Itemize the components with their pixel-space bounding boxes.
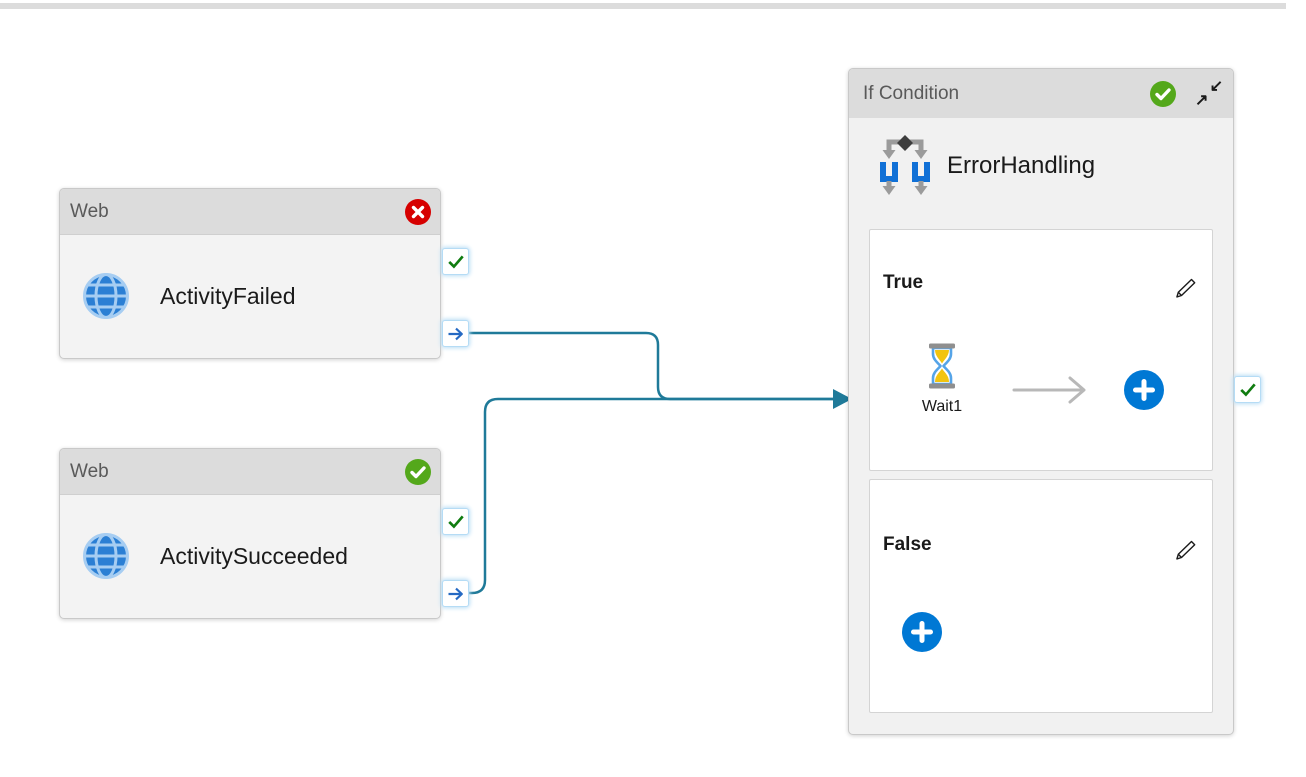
output-port-activitysucceeded[interactable]: [442, 580, 469, 607]
plus-icon: [911, 621, 933, 643]
activity-type-label: If Condition: [863, 82, 960, 104]
activity-card-activityfailed[interactable]: Web ActivityFailed: [59, 188, 441, 359]
false-branch-label: False: [883, 534, 932, 555]
activity-body: ActivitySucceeded: [60, 495, 440, 617]
success-port-activitysucceeded[interactable]: [442, 508, 469, 535]
arrow-right-icon: [448, 327, 463, 340]
top-divider-bar: [0, 3, 1286, 9]
if-condition-header: If Condition ↙ ↗: [849, 69, 1233, 118]
success-badge-icon: [405, 458, 431, 485]
connector-activityfailed-to-errorhandling[interactable]: [468, 331, 834, 401]
check-icon: [447, 255, 464, 269]
activity-type-label: Web: [70, 460, 109, 482]
collapse-icon[interactable]: ↙ ↗: [1195, 77, 1223, 109]
activity-name: ActivitySucceeded: [160, 542, 348, 569]
connector-activitysucceeded-to-errorhandling[interactable]: [468, 397, 834, 595]
arrow-down-left-glyph: ↙: [1209, 77, 1223, 95]
arrow-right-icon: [448, 587, 463, 600]
success-badge-icon: [1150, 80, 1176, 107]
connector-arrowhead: [833, 389, 852, 409]
error-badge-icon: [405, 198, 431, 225]
next-step-arrow-icon: [1012, 376, 1086, 404]
activity-card-errorhandling[interactable]: If Condition ↙ ↗: [848, 68, 1234, 735]
activity-name: ActivityFailed: [160, 282, 296, 309]
wait-activity-name: Wait1: [921, 398, 963, 415]
activity-name: ErrorHandling: [947, 152, 1096, 179]
arrow-up-right-glyph: ↗: [1195, 91, 1209, 109]
edit-pencil-icon[interactable]: [1172, 276, 1198, 302]
wait-activity[interactable]: Wait1: [902, 343, 982, 416]
activity-card-activitysucceeded[interactable]: Web ActivitySucceeded: [59, 448, 441, 619]
activity-type-label: Web: [70, 200, 109, 222]
activity-body: ActivityFailed: [60, 235, 440, 357]
activity-header: Web: [60, 189, 440, 235]
output-port-activityfailed[interactable]: [442, 320, 469, 347]
activity-header: Web: [60, 449, 440, 495]
true-branch-label: True: [883, 272, 924, 293]
false-branch-panel: False: [869, 479, 1213, 713]
globe-icon: [83, 533, 129, 579]
check-icon: [447, 515, 464, 529]
success-port-activityfailed[interactable]: [442, 248, 469, 275]
check-icon: [1239, 383, 1256, 397]
if-condition-title-row: ErrorHandling: [877, 135, 1095, 197]
edit-pencil-icon[interactable]: [1172, 538, 1198, 564]
success-port-errorhandling[interactable]: [1234, 376, 1261, 403]
globe-icon: [83, 273, 129, 319]
true-branch-panel: True Wait1: [869, 229, 1213, 471]
hourglass-icon: [929, 343, 955, 389]
branch-icon: [880, 135, 930, 195]
add-activity-button[interactable]: [902, 612, 942, 652]
add-activity-button[interactable]: [1124, 370, 1164, 410]
plus-icon: [1133, 379, 1155, 401]
